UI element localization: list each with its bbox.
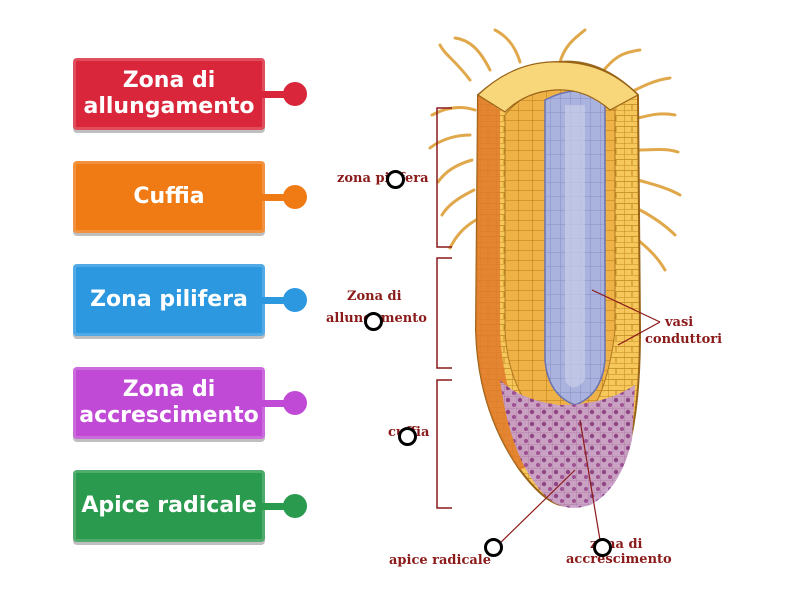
answer-tile-cuffia[interactable]: Cuffia — [73, 161, 265, 233]
tile-connector — [262, 194, 286, 201]
answer-tile-zona-di-allungamento[interactable]: Zona di allungamento — [73, 58, 265, 130]
tile-label: Zona di allungamento — [83, 68, 255, 119]
tile-label: Zona pilifera — [90, 287, 248, 312]
tile-connector — [262, 503, 286, 510]
diagram-label-zona-allungamento-line1: Zona di — [347, 289, 402, 304]
tile-label: Cuffia — [133, 184, 205, 209]
root-diagram-image — [428, 28, 682, 549]
diagram-label-vasi: vasi — [665, 315, 694, 330]
answer-tile-zona-pilifera[interactable]: Zona pilifera — [73, 264, 265, 336]
drop-target-pin-apice-radicale[interactable] — [484, 538, 503, 557]
drop-target-pin-zona-allungamento[interactable] — [364, 312, 383, 331]
diagram-label-accrescimento-line2: accrescimento — [566, 552, 672, 567]
drop-target-pin-zona-accrescimento[interactable] — [593, 538, 612, 557]
answer-tile-zona-di-accrescimento[interactable]: Zona di accrescimento — [73, 367, 265, 439]
tile-knob — [283, 391, 307, 415]
tile-knob — [283, 494, 307, 518]
answer-tile-apice-radicale[interactable]: Apice radicale — [73, 470, 265, 542]
tile-connector — [262, 297, 286, 304]
tile-connector — [262, 91, 286, 98]
drop-target-pin-zona-pilifera[interactable] — [386, 170, 405, 189]
tile-label: Apice radicale — [81, 493, 257, 518]
diagram-label-conduttori: conduttori — [645, 332, 723, 347]
diagram-label-zona-pilifera: zona pilifera — [337, 171, 429, 186]
diagram-label-apice-radicale: apice radicale — [389, 553, 492, 568]
tile-knob — [283, 82, 307, 106]
tile-knob — [283, 185, 307, 209]
tile-connector — [262, 400, 286, 407]
drop-target-pin-cuffia[interactable] — [398, 427, 417, 446]
tile-label: Zona di accrescimento — [79, 377, 259, 428]
tile-knob — [283, 288, 307, 312]
